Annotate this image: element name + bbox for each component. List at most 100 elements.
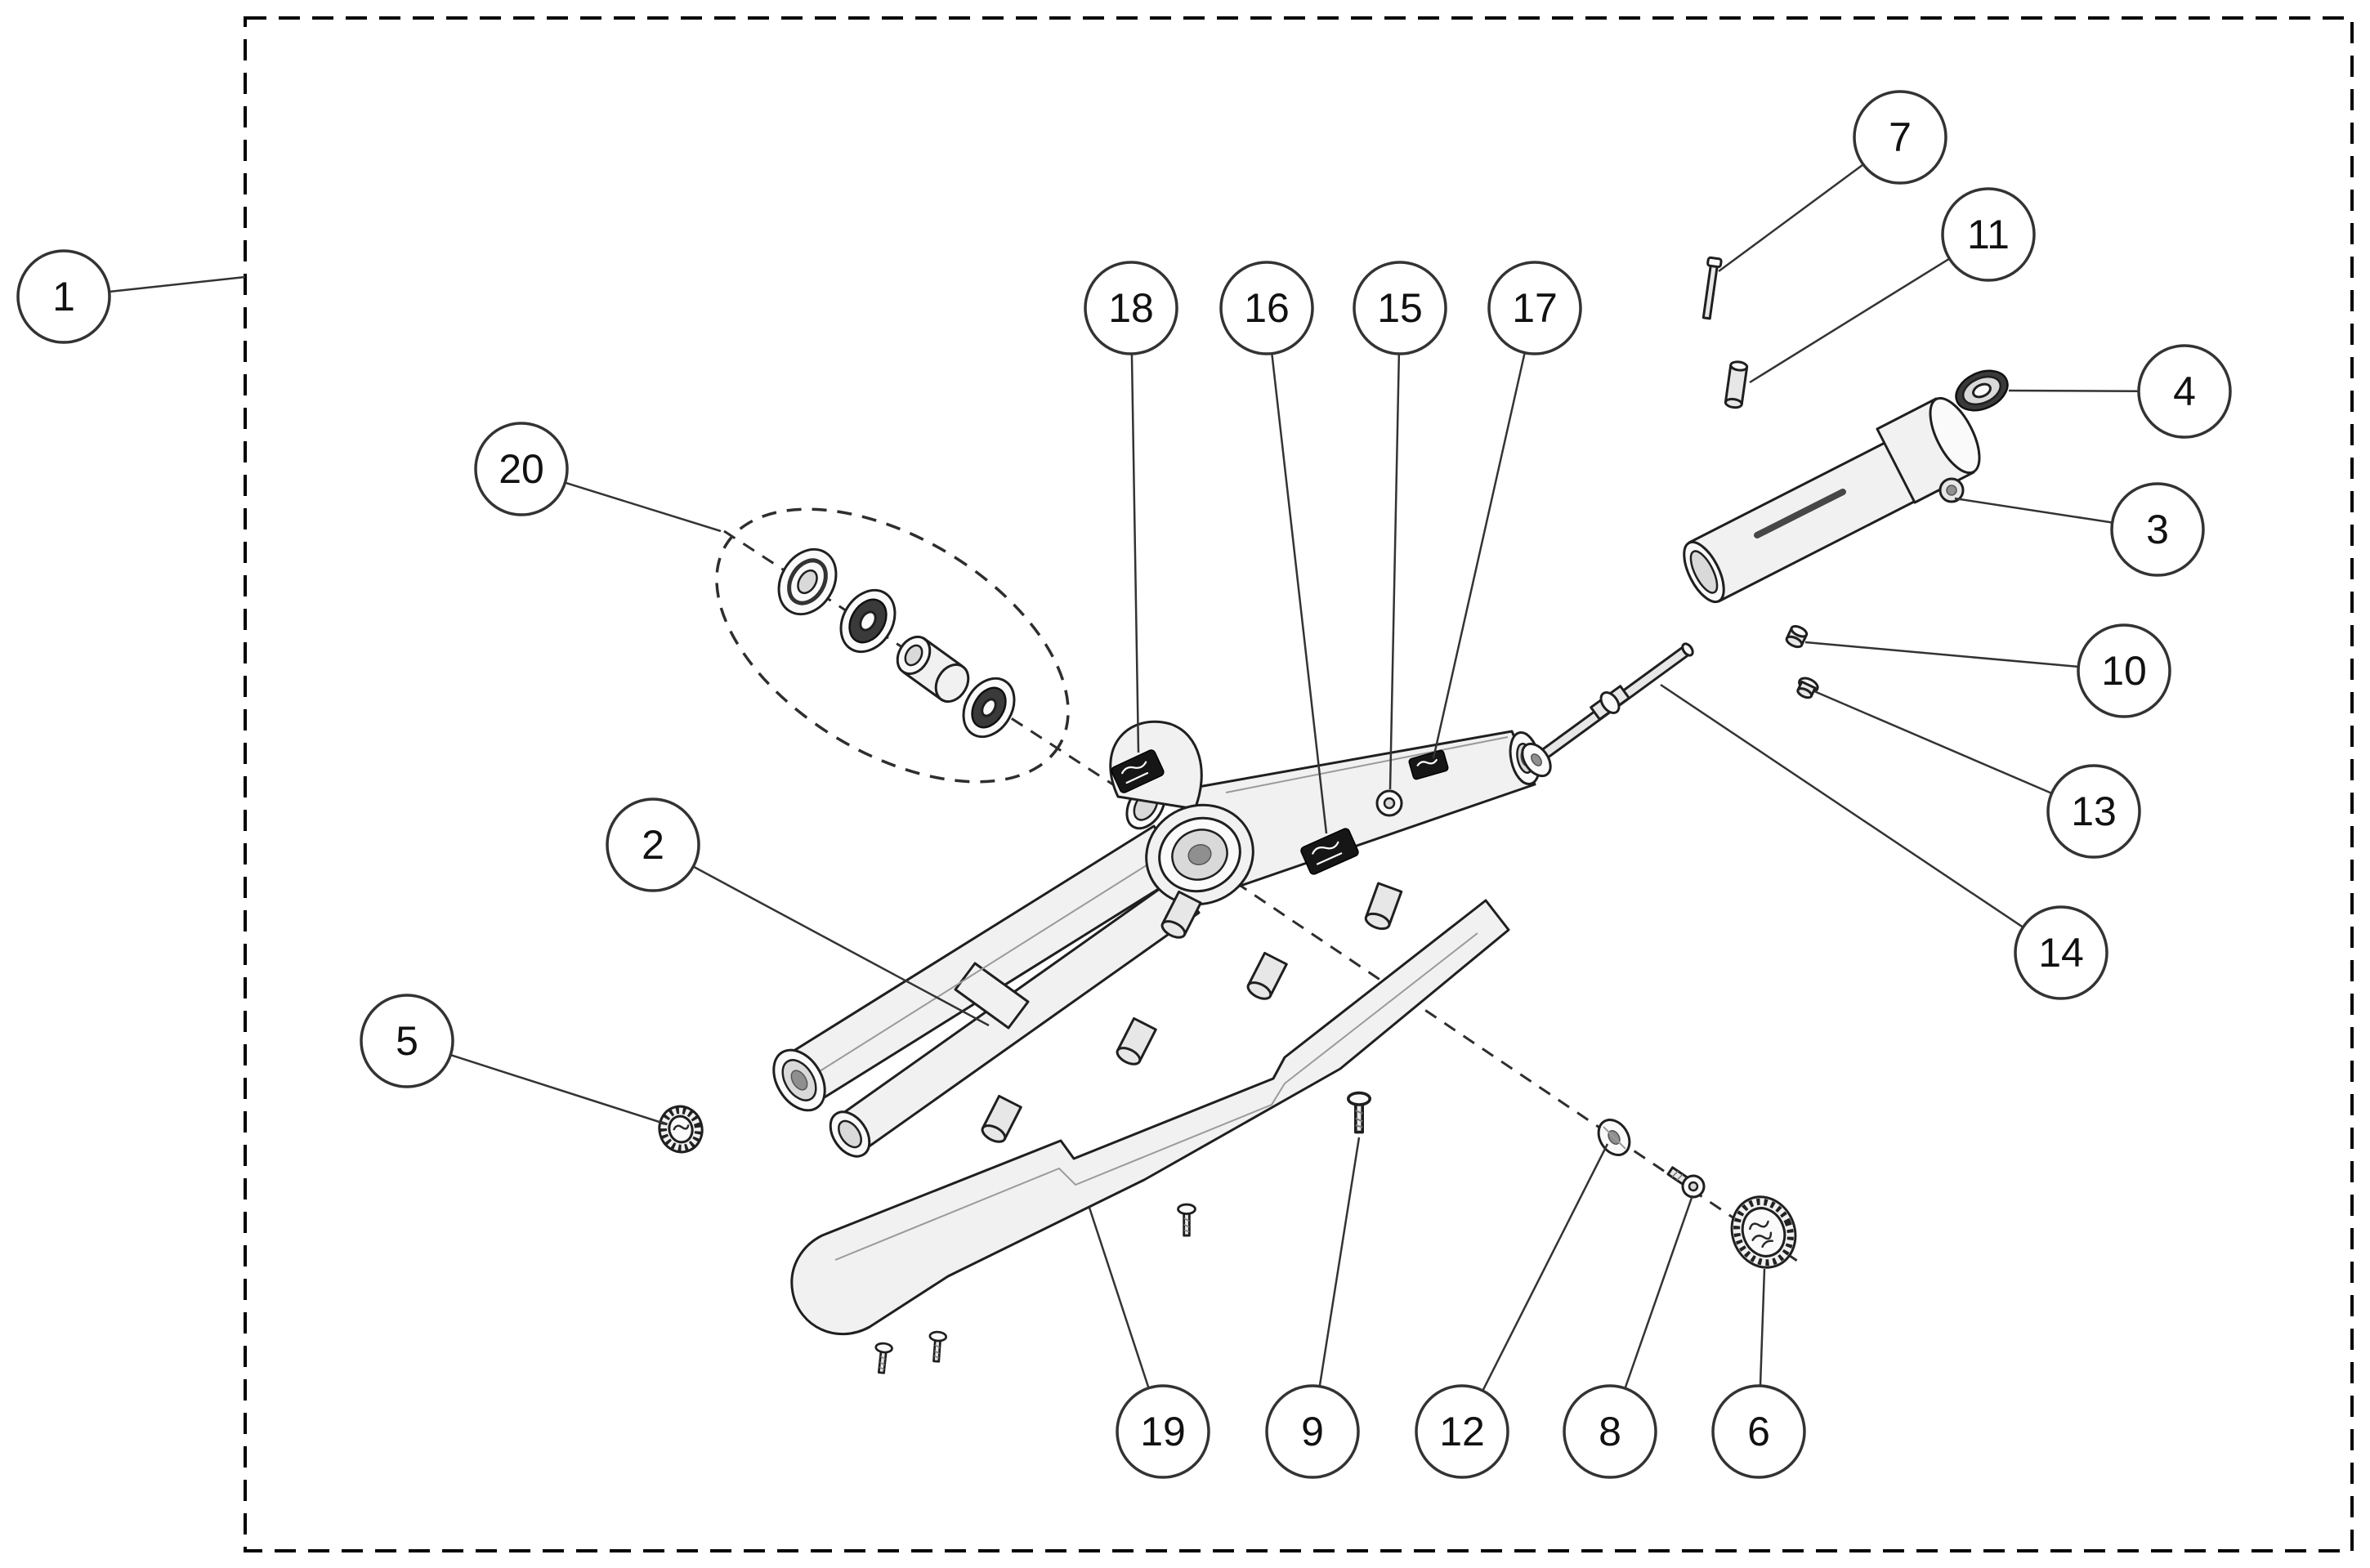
callout-7: 7 <box>1718 90 1947 273</box>
callout-15: 15 <box>1353 261 1447 790</box>
callout-circle-12 <box>1415 1384 1509 1479</box>
leader-line-5 <box>449 1053 668 1126</box>
callout-label-10: 10 <box>2101 648 2147 694</box>
callout-label-4: 4 <box>2173 369 2196 414</box>
decal-sticker-18 <box>1111 749 1165 793</box>
callout-label-16: 16 <box>1244 285 1290 331</box>
callout-circle-4 <box>2137 344 2232 439</box>
callout-12: 12 <box>1415 1143 1609 1479</box>
callout-label-2: 2 <box>642 822 664 868</box>
callout-circle-19 <box>1116 1384 1210 1479</box>
part-pivot-pin <box>1701 256 1723 320</box>
mount-boss <box>1362 882 1403 933</box>
callout-label-20: 20 <box>499 446 544 492</box>
part-pivot-rod <box>1521 642 1694 778</box>
callout-label-1: 1 <box>52 274 75 319</box>
leader-line-15 <box>1388 353 1401 790</box>
leader-line-18 <box>1130 353 1140 753</box>
callout-label-19: 19 <box>1140 1409 1186 1454</box>
callout-13: 13 <box>1813 690 2141 859</box>
callout-label-8: 8 <box>1599 1409 1621 1454</box>
callout-label-7: 7 <box>1889 114 1912 160</box>
leader-line-19 <box>1088 1207 1150 1389</box>
callout-14: 14 <box>1660 683 2108 1000</box>
leader-line-8 <box>1624 1195 1694 1389</box>
callout-3: 3 <box>1954 482 2205 577</box>
leader-line-14 <box>1660 683 2024 928</box>
leader-line-1 <box>109 275 246 293</box>
bearing-axis-line <box>723 529 1145 806</box>
screw-bottom-left-2 <box>927 1330 948 1364</box>
callout-20: 20 <box>474 422 722 533</box>
callout-8: 8 <box>1563 1195 1694 1479</box>
callout-16: 16 <box>1219 261 1328 834</box>
callout-11: 11 <box>1749 187 2036 384</box>
leader-line-2 <box>692 865 990 1027</box>
callout-circle-3 <box>2110 482 2205 577</box>
screw-9 <box>1347 1091 1371 1134</box>
callout-circle-6 <box>1711 1384 1806 1479</box>
leader-line-9 <box>1318 1137 1361 1387</box>
part-adjuster-bolt <box>1666 1166 1706 1199</box>
callout-2: 2 <box>606 797 990 1027</box>
callout-label-9: 9 <box>1301 1409 1324 1454</box>
mount-boss <box>1113 1016 1157 1069</box>
callout-circle-2 <box>606 797 700 892</box>
callout-circle-18 <box>1084 261 1178 355</box>
callout-label-13: 13 <box>2071 788 2117 834</box>
callout-label-12: 12 <box>1439 1409 1485 1454</box>
callout-1: 1 <box>16 249 246 344</box>
part-plug <box>658 1105 704 1154</box>
screw-mid <box>1177 1203 1196 1237</box>
leader-line-13 <box>1813 690 2053 795</box>
part-seal-ring <box>1955 369 2009 412</box>
callout-label-6: 6 <box>1747 1409 1770 1454</box>
leader-line-6 <box>1759 1268 1766 1387</box>
assembly-axis-lines <box>723 529 1803 1266</box>
callout-circle-14 <box>2014 905 2108 1000</box>
callout-label-17: 17 <box>1512 285 1558 331</box>
leader-line-12 <box>1482 1143 1609 1392</box>
callout-circle-16 <box>1219 261 1314 355</box>
part-bearing-kit <box>715 507 1070 784</box>
callout-circle-13 <box>2046 764 2141 859</box>
screw-bottom-left-1 <box>872 1341 894 1375</box>
leader-line-17 <box>1432 352 1526 759</box>
part-sleeve <box>1724 360 1749 409</box>
callout-circle-11 <box>1941 187 2036 282</box>
callout-19: 19 <box>1088 1207 1210 1479</box>
part-axle-tube <box>1683 396 1981 604</box>
part-nut-small <box>1785 625 1809 649</box>
leader-line-7 <box>1718 163 1864 273</box>
callout-circle-5 <box>360 994 454 1088</box>
diagram-border <box>244 16 2354 1552</box>
callout-5: 5 <box>360 994 668 1126</box>
callout-label-11: 11 <box>1967 212 2010 257</box>
leader-line-20 <box>565 481 722 533</box>
callout-label-15: 15 <box>1377 285 1423 331</box>
part-end-cap <box>1730 1195 1797 1269</box>
callout-10: 10 <box>1804 623 2171 718</box>
callout-label-14: 14 <box>2038 930 2084 976</box>
callout-label-3: 3 <box>2146 507 2169 552</box>
bearing-kit-outline <box>715 507 1070 784</box>
callout-circle-10 <box>2077 623 2171 718</box>
callout-18: 18 <box>1084 261 1178 753</box>
part-washer <box>1597 1119 1631 1156</box>
leader-line-11 <box>1749 257 1951 384</box>
axle-tube-slot <box>1754 489 1846 538</box>
callout-label-5: 5 <box>396 1018 418 1064</box>
callout-label-18: 18 <box>1108 285 1154 331</box>
callout-circle-20 <box>474 422 569 516</box>
callout-circle-15 <box>1353 261 1447 355</box>
mount-boss <box>978 1094 1022 1146</box>
part-skid-plate <box>790 899 1510 1336</box>
callout-circle-7 <box>1853 90 1947 185</box>
pivot-cap-bore <box>1383 797 1396 810</box>
callout-circle-1 <box>16 249 111 344</box>
decal-sticker-16 <box>1300 828 1359 875</box>
swingarm-brace <box>954 962 1030 1030</box>
